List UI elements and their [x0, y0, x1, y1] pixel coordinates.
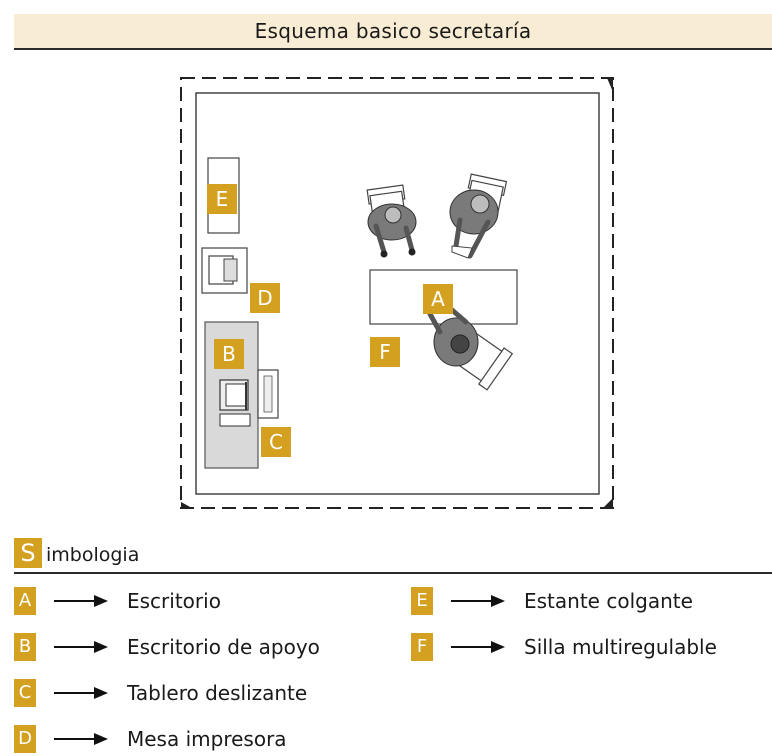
outer-wall: [180, 77, 614, 509]
visitor-left-icon: [366, 184, 417, 258]
computer-icon: [219, 379, 251, 427]
printer-icon: [208, 255, 238, 285]
plan-label-e: E: [207, 184, 237, 214]
arrow-right-icon: [54, 595, 108, 607]
secretary-icon: [427, 307, 514, 391]
plan-label-a: A: [423, 284, 453, 314]
visitor-right-icon: [449, 173, 508, 259]
wall-corner-mark: [603, 498, 613, 508]
legend-label: Escritorio: [127, 589, 221, 613]
legend-item-b: B Escritorio de apoyo: [14, 633, 374, 663]
arrow-right-icon: [54, 641, 108, 653]
legend-header: S imbologia: [14, 538, 772, 574]
plan-label-b: B: [214, 339, 244, 369]
wall-corner-mark: [607, 78, 613, 92]
title-bar: Esquema basico secretaría: [14, 14, 772, 50]
legend-item-c: C Tablero deslizante: [14, 679, 374, 709]
arrow-right-icon: [54, 733, 108, 745]
legend-badge: C: [14, 679, 36, 707]
legend-badge: E: [411, 587, 433, 615]
legend-badge: D: [14, 725, 36, 753]
wall-corner-mark: [181, 502, 192, 508]
legend-badge: A: [14, 587, 36, 615]
legend-badge: F: [411, 633, 433, 661]
legend-header-text: imbologia: [46, 544, 140, 566]
arrow-right-icon: [451, 641, 505, 653]
legend-item-f: F Silla multiregulable: [411, 633, 771, 663]
printer-table: [201, 247, 248, 294]
legend-item-e: E Estante colgante: [411, 587, 771, 617]
person-icon: [449, 189, 499, 259]
legend-label: Escritorio de apoyo: [127, 635, 320, 659]
floor-plan: [180, 77, 614, 509]
legend-label: Mesa impresora: [127, 727, 287, 751]
legend-label: Tablero deslizante: [127, 681, 308, 705]
plan-label-c: C: [261, 427, 291, 457]
legend-label: Estante colgante: [524, 589, 693, 613]
legend-header-badge: S: [14, 538, 42, 568]
plan-label-f: F: [370, 337, 400, 367]
person-icon: [427, 307, 479, 367]
sliding-board: [257, 369, 279, 419]
person-icon: [367, 203, 417, 258]
arrow-right-icon: [451, 595, 505, 607]
legend-label: Silla multiregulable: [524, 635, 717, 659]
legend-item-d: D Mesa impresora: [14, 725, 374, 755]
plan-label-d: D: [250, 283, 280, 313]
page-title: Esquema basico secretaría: [254, 19, 532, 43]
legend-item-a: A Escritorio: [14, 587, 374, 617]
arrow-right-icon: [54, 687, 108, 699]
legend-badge: B: [14, 633, 36, 661]
